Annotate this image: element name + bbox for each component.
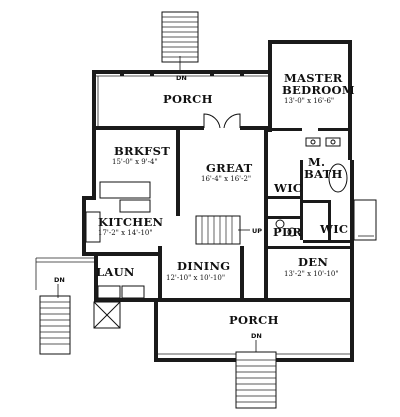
left-stair: DN (35, 257, 121, 355)
kitchen-dims: 17'-2" x 14'-10" (98, 229, 153, 237)
den-name: DEN (298, 255, 328, 269)
top-stair: DN (161, 11, 199, 82)
brkfst-dims: 15'-0" x 9'-4" (112, 158, 158, 166)
wic1-name: WIC (273, 181, 302, 195)
mbath-name-line1: M. (308, 155, 325, 169)
laun-name: LAUN (96, 265, 135, 279)
master-bedroom: MASTER BEDROOM 13'-0" x 16'-6" (268, 40, 355, 160)
master-dims: 13'-0" x 16'-6" (284, 97, 334, 105)
master-name-line1: MASTER (284, 71, 343, 85)
room-labels: BRKFST 15'-0" x 9'-4" GREAT 16'-4" x 16'… (96, 144, 348, 282)
den-dims: 13'-2" x 10'-10" (284, 270, 339, 278)
wic2-name: WIC (319, 222, 348, 236)
bottom-stair-label: DN (251, 332, 262, 340)
pdr-name: PDR (273, 225, 302, 239)
great-name: GREAT (206, 161, 253, 175)
left-stair-label: DN (54, 276, 65, 284)
dining-dims: 12'-10" x 10'-10" (166, 274, 225, 282)
porch-top-name: PORCH (163, 92, 213, 106)
interior-stair-label: UP (252, 227, 262, 235)
great-dims: 16'-4" x 16'-2" (201, 175, 251, 183)
main-walls: UP (82, 113, 377, 302)
top-stair-label: DN (176, 74, 187, 82)
kitchen-name: KITCHEN (98, 215, 164, 229)
bottom-stair (235, 351, 277, 409)
top-porch: PORCH (92, 70, 270, 128)
bottom-porch: PORCH DN (154, 302, 354, 362)
master-name-line2: BEDROOM (282, 83, 355, 97)
mbath-name-line2: BATH (304, 167, 343, 181)
brkfst-name: BRKFST (114, 144, 170, 158)
porch-bottom-name: PORCH (229, 313, 279, 327)
dining-name: DINING (177, 259, 230, 273)
